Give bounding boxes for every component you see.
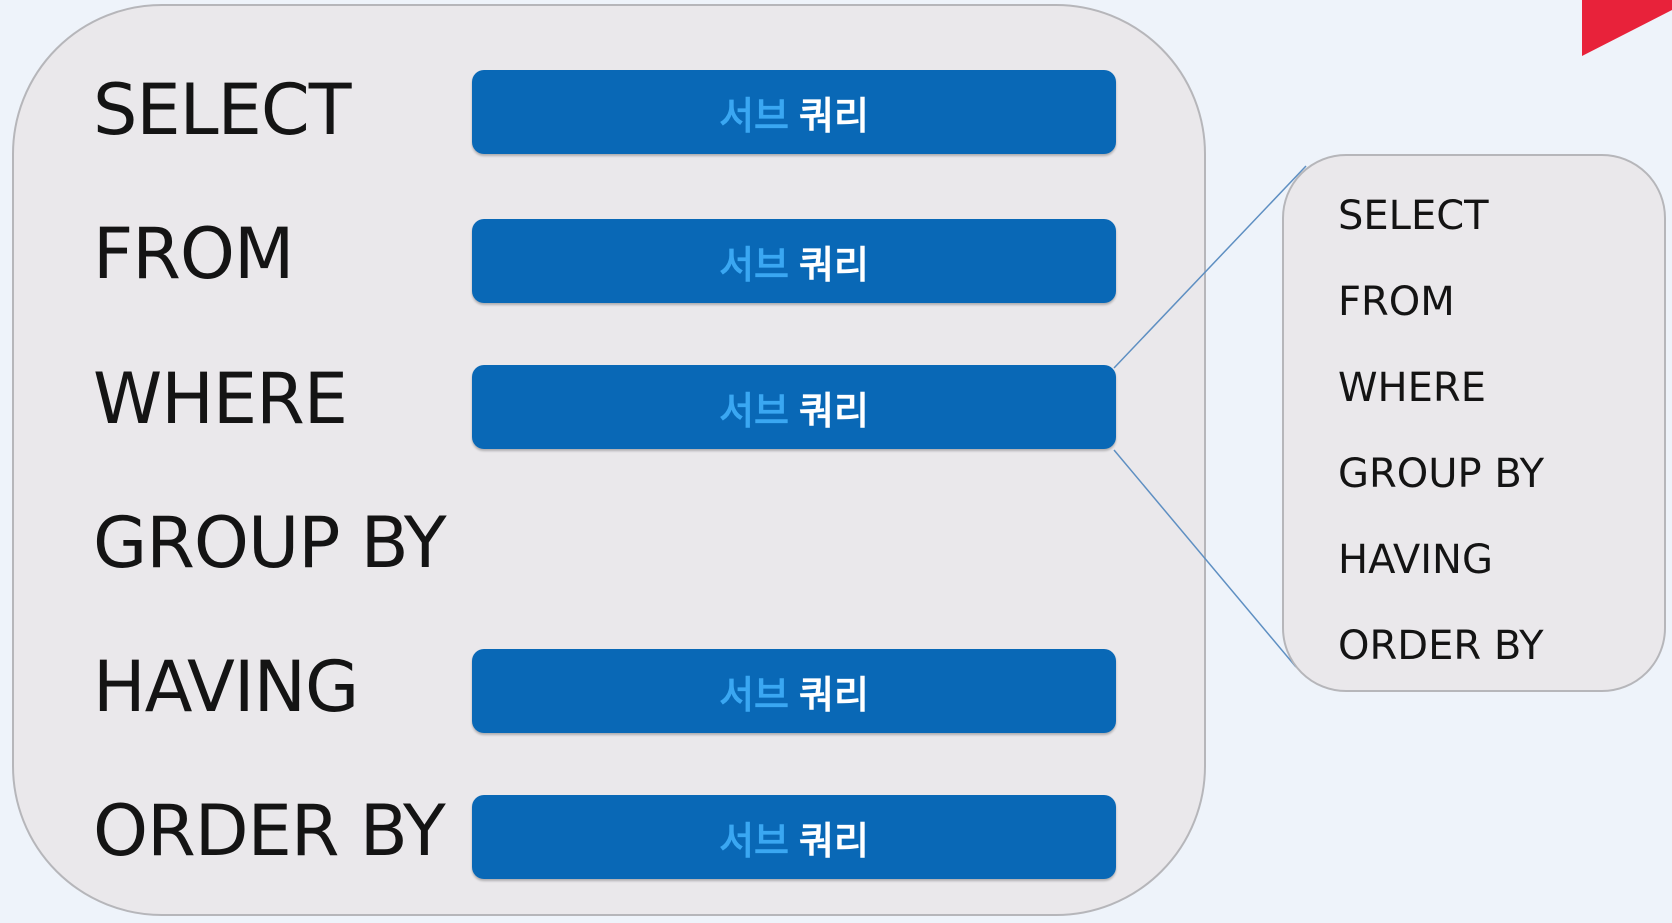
subquery-label-query: 쿼리	[799, 672, 869, 717]
clause-order-by: ORDER BY	[93, 790, 446, 872]
subquery-label-sub: 서브	[719, 672, 789, 717]
subquery-label-sub: 서브	[719, 818, 789, 863]
clause-group-by: GROUP BY	[93, 502, 447, 584]
detail-clause-order-by: ORDER BY	[1338, 623, 1544, 669]
connector-line-top	[1113, 165, 1307, 369]
subquery-label-sub: 서브	[719, 93, 789, 138]
detail-clause-where: WHERE	[1338, 365, 1486, 411]
connector-line-bottom	[1113, 449, 1297, 668]
red-corner-triangle	[1582, 0, 1672, 56]
detail-clause-group-by: GROUP BY	[1338, 451, 1545, 497]
detail-clause-select: SELECT	[1338, 193, 1489, 239]
clause-from: FROM	[93, 213, 294, 295]
detail-clause-from: FROM	[1338, 279, 1455, 325]
subquery-label-sub: 서브	[719, 388, 789, 433]
subquery-label-query: 쿼리	[799, 388, 869, 433]
subquery-label-query: 쿼리	[799, 818, 869, 863]
clause-having: HAVING	[93, 646, 359, 728]
detail-clause-having: HAVING	[1338, 537, 1493, 583]
main-query-panel	[12, 4, 1206, 916]
subquery-label-query: 쿼리	[799, 242, 869, 287]
subquery-label-sub: 서브	[719, 242, 789, 287]
clause-select: SELECT	[93, 69, 352, 151]
subquery-label-query: 쿼리	[799, 93, 869, 138]
clause-where: WHERE	[93, 358, 348, 440]
subquery-detail-panel	[1282, 154, 1666, 692]
